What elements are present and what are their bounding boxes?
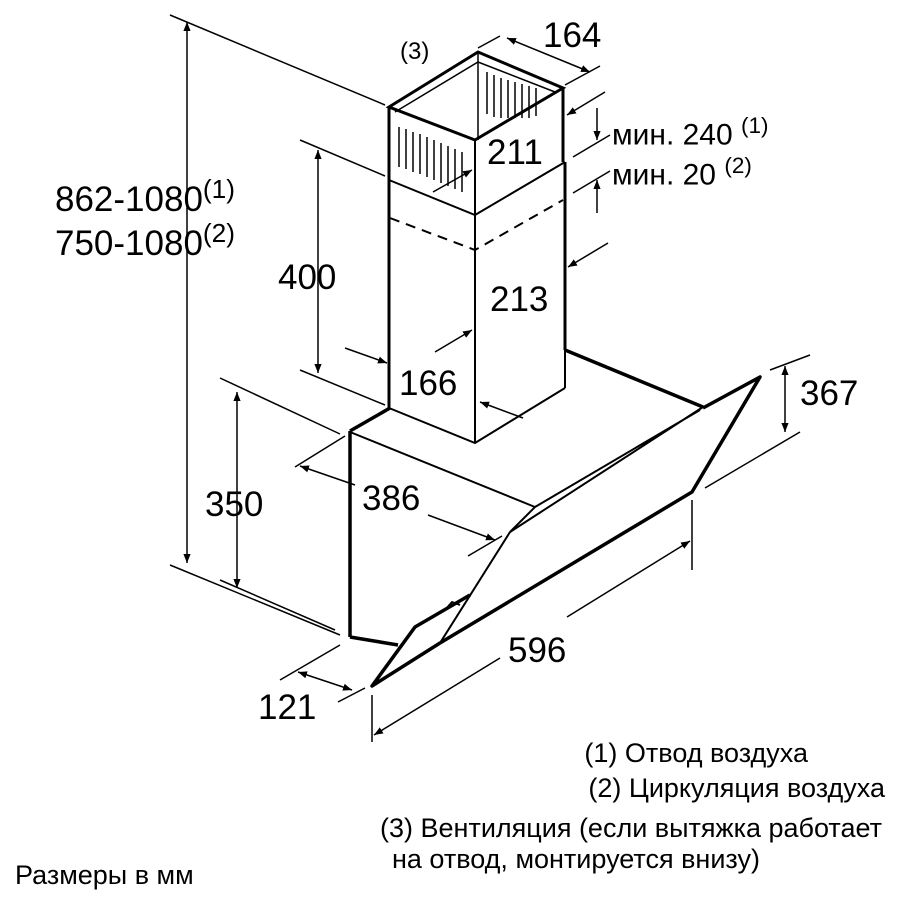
dim-164: 164 [543,16,602,55]
dim-value: мин. 240 [612,118,733,152]
note-ref: (1) [741,113,769,138]
hood-body [348,348,762,688]
legend-item-3: (3) Вентиляция (если вытяжка работает [380,813,882,843]
note-ref: (1) [202,174,236,204]
min-240-label: мин. 240 (1) [612,113,769,152]
units-note: Размеры в мм [15,860,194,890]
legend-item-3-cont: на отвод, монтируется внизу) [392,844,760,874]
total-height-recirc-label: 750-1080(2) [55,220,235,261]
dim-166: 166 [399,364,458,403]
dim-596: 596 [508,631,567,670]
dim-400: 400 [278,258,337,297]
dim-213: 213 [490,280,549,319]
dimension-lines [169,14,811,742]
legend-item-2: (2) Циркуляция воздуха [588,773,885,803]
min-20-label: мин. 20 (2) [612,153,752,192]
dim-value: 862-1080 [55,180,203,220]
note-ref: (2) [202,218,236,248]
dim-386: 386 [362,479,421,518]
dim-211: 211 [487,133,543,172]
note-ref: (2) [724,153,752,178]
legend-item-1: (1) Отвод воздуха [584,738,808,768]
dim-350: 350 [205,485,264,524]
dim-value: 750-1080 [55,224,203,264]
dim-value: мин. 20 [612,158,716,192]
total-height-exhaust-label: 862-1080(1) [55,176,235,217]
vent-note-label: (3) [400,38,430,65]
dim-367: 367 [800,374,859,413]
chimney-upper [385,50,567,217]
dim-121: 121 [258,688,317,727]
vent-slots [398,72,537,192]
chimney-lower [387,162,567,445]
